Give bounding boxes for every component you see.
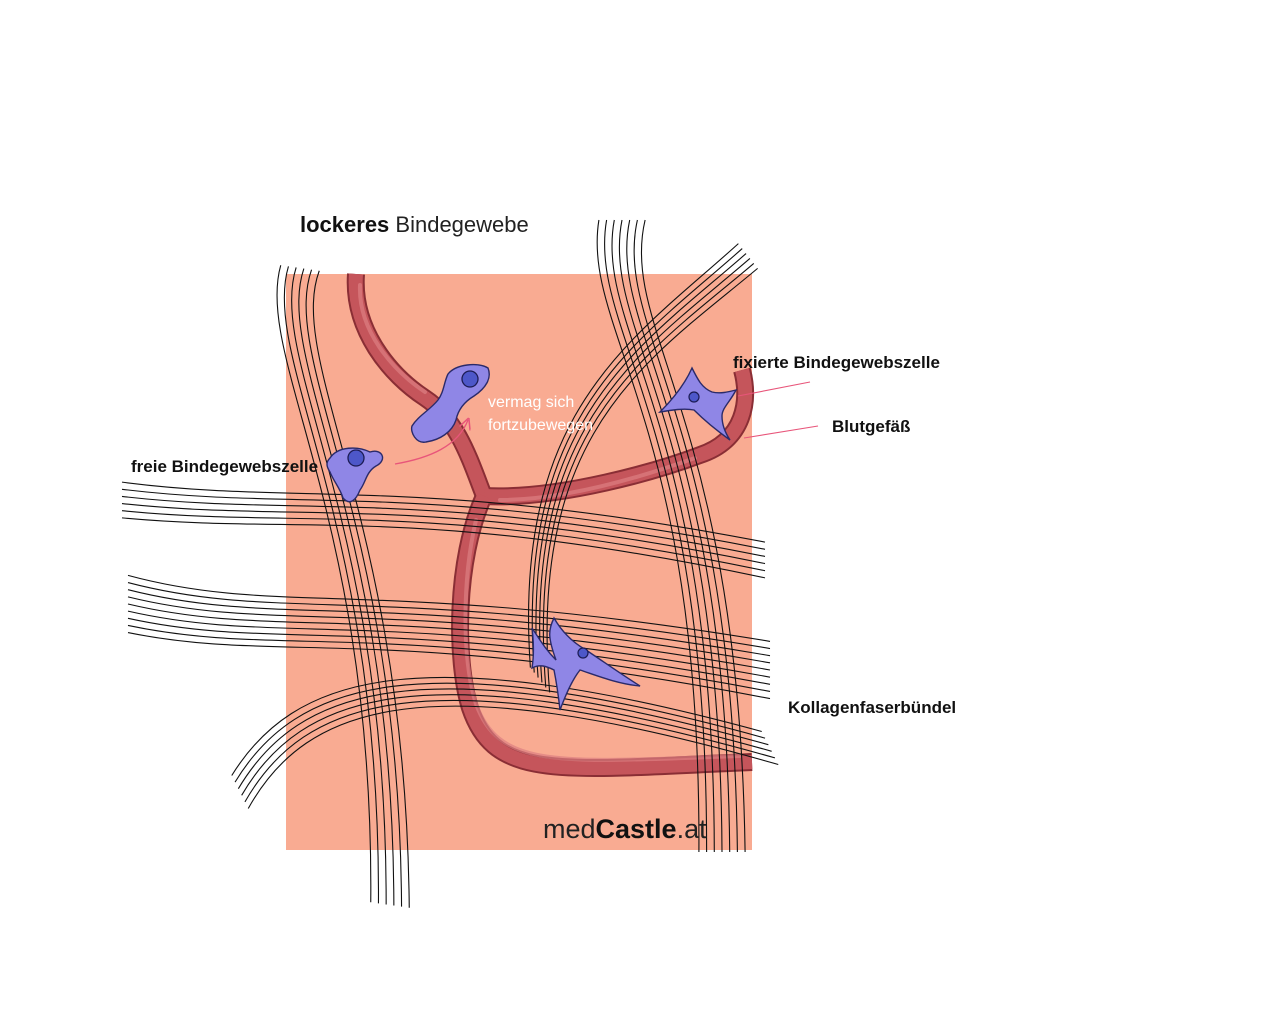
collagen-fiber-strand	[531, 248, 743, 673]
collagen-fiber-strand	[127, 617, 771, 685]
fiber-bundle-upper-horizontal	[121, 481, 766, 579]
label-fixed-cell: fixierte Bindegewebszelle	[733, 353, 940, 372]
collagen-fiber-strand	[276, 265, 372, 903]
fiber-bundle-lower-sweep	[231, 676, 779, 809]
title-bold: lockeres	[300, 212, 389, 237]
collagen-fiber-strand	[121, 503, 766, 565]
collagen-fiber-strand	[640, 219, 746, 853]
fiber-bundle-mid-horizontal	[127, 574, 771, 700]
collagen-fiber-strand	[535, 253, 747, 678]
label-vessel: Blutgefäß	[832, 417, 910, 436]
collagen-fiber-strand	[244, 699, 776, 803]
fixed-connective-tissue-cell-lower	[531, 616, 641, 711]
brand-prefix: med	[543, 814, 596, 844]
free-connective-tissue-cell-left	[326, 447, 384, 503]
collagen-fiber-strand	[127, 574, 771, 642]
collagen-fiber-strand	[603, 219, 708, 853]
collagen-fiber-strand	[127, 610, 771, 678]
title-rest: Bindegewebe	[389, 212, 528, 237]
collagen-fiber-strand	[237, 688, 769, 789]
label-collagen: Kollagenfaserbündel	[788, 698, 956, 717]
collagen-fiber-strand	[127, 596, 771, 664]
collagen-fiber-strand	[528, 243, 739, 668]
collagen-fiber-strand	[231, 676, 762, 776]
collagen-fiber-strand	[633, 219, 738, 853]
fixed-connective-tissue-cell-upper	[657, 366, 738, 441]
collagen-fiber-strand	[542, 263, 755, 688]
leader-line-fixed-cell	[737, 381, 811, 397]
collagen-fiber-strand	[290, 267, 387, 905]
collagen-fiber-strand	[121, 510, 766, 572]
collagen-fiber-strand	[618, 219, 723, 853]
fiber-bundle-diagonal	[528, 243, 758, 693]
collagen-fiber-strand	[626, 219, 731, 853]
collagen-fiber-strand	[611, 219, 715, 853]
fiber-bundle-right-vertical	[596, 219, 746, 853]
collagen-fiber-strand	[539, 258, 751, 683]
collagen-fiber-strand	[241, 694, 772, 796]
collagen-fiber-strand	[247, 705, 779, 809]
movement-arrow	[394, 420, 468, 465]
collagen-fiber-strand	[234, 682, 766, 783]
collagen-fiber-strand	[283, 266, 380, 904]
brand-bold: Castle	[596, 814, 677, 844]
collagen-fiber-bundles	[121, 219, 779, 908]
brand-suffix: .at	[677, 814, 708, 844]
label-free-cell: freie Bindegewebszelle	[131, 457, 318, 476]
note-line-1: vermag sich	[488, 394, 574, 411]
collagen-fiber-strand	[121, 517, 766, 579]
collagen-fiber-strand	[121, 481, 766, 543]
diagram-title: lockeres Bindegewebe	[300, 212, 529, 237]
collagen-fiber-strand	[546, 267, 758, 693]
collagen-fiber-strand	[121, 488, 766, 550]
free-connective-tissue-cell-moving	[410, 363, 490, 443]
collagen-fiber-strand	[121, 495, 766, 557]
collagen-fiber-strand	[596, 219, 700, 853]
brand-logo: medCastle.at	[543, 814, 707, 844]
collagen-fiber-strand	[127, 589, 771, 657]
leader-line-vessel	[743, 425, 819, 439]
note-line-2: fortzubewegen	[488, 417, 593, 434]
collagen-fiber-strand	[127, 603, 771, 671]
